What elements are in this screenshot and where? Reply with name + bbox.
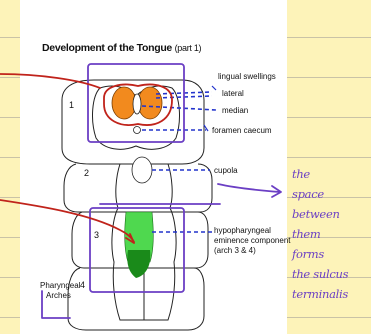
note-line-4: them xyxy=(292,227,321,241)
foramen-caecum xyxy=(134,127,141,134)
label-eminence-component: eminence component xyxy=(214,236,291,245)
arch-number-2: 2 xyxy=(84,168,89,178)
label-hypopharyngeal: hypopharyngeal xyxy=(214,226,271,235)
median-tongue-bud xyxy=(133,94,141,114)
label-arches: Arches xyxy=(46,291,71,300)
label-lingual-swellings: lingual swellings xyxy=(218,72,276,81)
label-lateral: lateral xyxy=(222,89,244,98)
purple-arrow-to-note xyxy=(218,184,280,192)
note-line-5: forms xyxy=(291,247,324,261)
arch-number-1: 1 xyxy=(69,100,74,110)
label-foramen-caecum: foramen caecum xyxy=(212,126,272,135)
lateral-lingual-swelling-left xyxy=(112,87,136,119)
note-line-3: between xyxy=(292,207,340,221)
note-line-2: space xyxy=(292,187,324,201)
label-pharyngeal: Pharyngeal xyxy=(40,281,81,290)
note-line-6: the sulcus xyxy=(292,267,349,281)
note-line-7: terminalis xyxy=(292,287,348,301)
label-cupola: cupola xyxy=(214,166,238,175)
cupola xyxy=(132,157,152,183)
lateral-lingual-swelling-right xyxy=(138,87,162,119)
label-arch-3-4: (arch 3 & 4) xyxy=(214,246,256,255)
hypopharyngeal-eminence-lower xyxy=(127,250,150,278)
note-line-1: the xyxy=(292,167,310,181)
arch-number-3: 3 xyxy=(94,230,99,240)
label-median: median xyxy=(222,106,248,115)
arch-number-4: 4 xyxy=(80,280,85,290)
